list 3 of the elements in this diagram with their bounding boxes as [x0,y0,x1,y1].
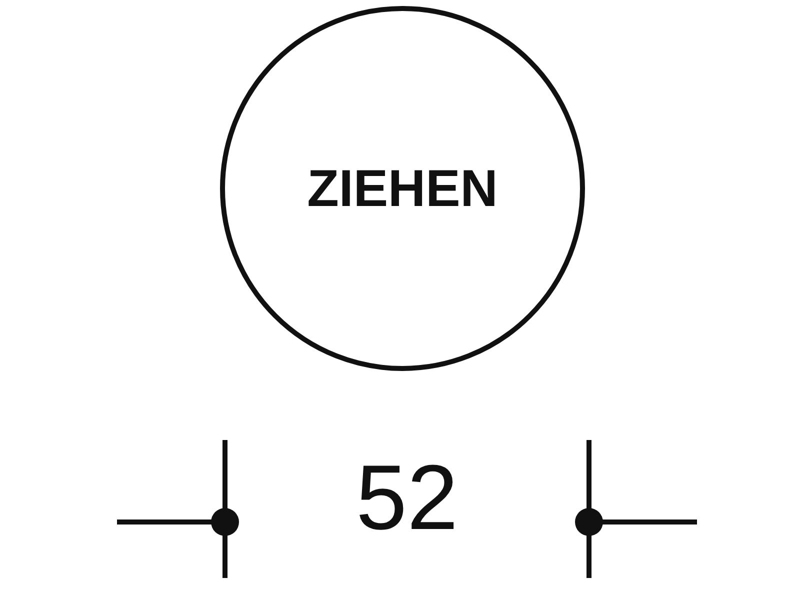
circle-sign [220,6,585,371]
sign-text: ZIEHEN [307,158,498,218]
dimension-value: 52 [356,452,458,544]
